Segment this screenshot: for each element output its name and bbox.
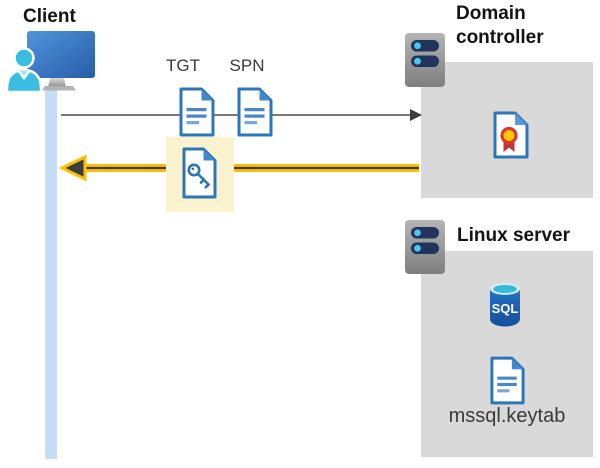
key-document-icon (182, 147, 217, 199)
monitor-screen (27, 31, 95, 78)
linux-server-icon (405, 220, 445, 274)
domain-controller-title: Domain controller (456, 3, 544, 48)
spn-label: SPN (229, 56, 265, 75)
sql-database-icon: SQL (490, 283, 520, 327)
spn-document-icon (237, 87, 273, 137)
sql-icon-label: SQL (492, 301, 519, 316)
keytab-document-icon (490, 356, 525, 405)
certificate-seal (500, 126, 518, 145)
request-arrowhead-icon (410, 109, 422, 121)
keytab-filename-label: mssql.keytab (448, 405, 566, 427)
client-timeline-bar (45, 88, 57, 459)
tgt-label: TGT (166, 56, 200, 75)
domain-controller-server-icon (405, 33, 445, 87)
client-computer-icon (5, 31, 95, 92)
tgt-document-icon (179, 87, 215, 137)
monitor-base (42, 86, 76, 91)
response-arrow (58, 154, 419, 182)
monitor-stand (48, 78, 66, 87)
person-icon (5, 47, 43, 92)
response-arrowhead-icon (58, 154, 87, 182)
linux-server-title: Linux server (457, 225, 570, 246)
key-glyph (187, 163, 210, 189)
certificate-icon (493, 111, 529, 159)
client-title: Client (23, 6, 76, 27)
request-arrow (61, 109, 422, 121)
